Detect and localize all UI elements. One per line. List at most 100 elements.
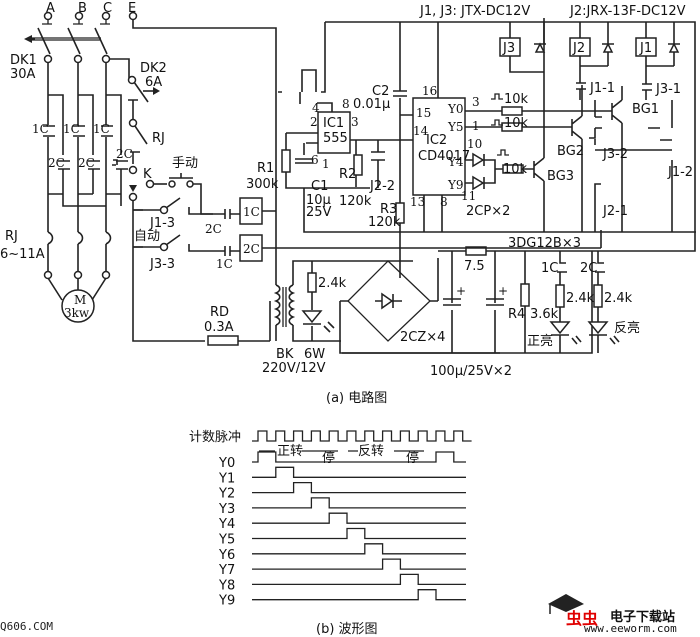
auto-label: 自动 [134,229,160,244]
ic1-pin6: 6 [311,153,319,167]
base-resistor-bg1 [501,106,523,116]
waveform-y4 [252,512,466,524]
phase-stop-label-2: 停 [406,450,419,466]
capacitor-c1 [295,143,313,164]
phase-reverse-label: 反转 [358,444,384,459]
channel-label-y3: Y3 [218,502,235,517]
ic2-pin14: 14 [413,124,429,138]
svg-text:+: + [456,284,466,298]
clock-waveform [252,430,472,442]
ic2-y9: Y9 [447,178,464,192]
led-reverse-label: 反亮 [614,320,640,336]
r3-value: 120k [368,215,401,230]
ic2-pin13: 13 [410,195,425,209]
waveform-y8 [252,573,466,586]
c1-label: C1 [311,179,328,194]
ic2-pin8: 8 [440,195,448,209]
j2-1-label: J2-1 [602,204,628,219]
ic2-cd4017 [412,97,466,196]
j3-1-label: J3-1 [655,82,681,97]
ic2-name: IC2 [426,133,447,148]
dk1-rating: 30A [10,67,36,82]
ic2-pin10: 10 [467,137,482,151]
ic2-y4: Y4 [447,155,464,169]
fuse-rating: 0.3A [204,320,234,335]
ground-bus [276,230,602,249]
ic2-pin3: 3 [472,95,480,109]
motor [61,289,95,323]
r1-label: R1 [257,161,274,176]
rb1-value: 10k [504,92,529,107]
c2-label: C2 [372,84,389,99]
ic2-pin1: 1 [472,119,480,133]
resistor-2-4k-power-value: 2.4k [318,276,347,291]
manual-button[interactable] [169,173,213,215]
ic1-pin4: 4 [312,101,320,115]
motor-symbol: M [74,293,86,307]
channel-label-y1: Y1 [218,471,235,486]
graduation-cap-icon [548,594,584,614]
dk1-label: DK1 [10,53,37,68]
channel-label-y6: Y6 [218,548,235,563]
ic1-pin3: 3 [351,115,359,129]
caption-a: (a) 电路图 [326,390,387,406]
ic1-pin8: 8 [342,97,350,111]
led-fwd-resistor-value: 2.4k [566,291,595,306]
rj-contact [134,125,148,145]
terminal-b [74,11,84,21]
channel-label-y8: Y8 [218,578,235,593]
relays-note-2: J2:JRX-13F-DC12V [569,4,686,19]
main-contactors [43,62,128,195]
contactor-1c-c: 1C [93,122,110,136]
capacitors-label: 100μ/25V×2 [430,364,512,379]
contactor-2c-c: 2C [116,147,133,161]
rb3-value: 10k [503,162,528,177]
c1-value: 10μ [306,193,331,208]
resistor-r3 [395,202,405,224]
resistor-r2 [353,154,363,176]
switch-k-arrow [129,185,137,192]
capacitor-c2 [393,22,407,278]
waveform-y6 [252,543,466,555]
waveform-y9 [252,589,466,601]
ic1-type: 555 [323,131,348,146]
thermal-relay-elements [43,231,112,301]
relay-contacts-j1-3-j3-3 [133,197,213,252]
fuse-label: RD [210,305,229,320]
r2-value: 120k [339,194,372,209]
timing-resistor [281,149,291,173]
clock-label: 计数脉冲 [189,430,241,445]
diodes-label: 2CP×2 [466,204,510,219]
j1-3-label: J1-3 [149,216,175,231]
channel-label-y0: Y0 [218,456,235,471]
terminal-a [43,11,53,21]
ic2-pin15: 15 [416,106,431,120]
resistor-7-5-value: 7.5 [464,259,485,274]
dk1-breaker [24,27,111,64]
led-forward-label: 正亮 [527,333,553,349]
contactor-2c-b: 2C [78,156,95,170]
waveform-y5 [252,527,466,540]
brand-name: 电子下载站 [610,610,676,625]
channel-label-y9: Y9 [218,594,235,609]
terminal-e [128,11,138,21]
resistor-r4 [520,283,530,307]
bridge-rectifier [339,258,500,354]
ic2-y0: Y0 [447,102,464,116]
fuse-rd [207,335,239,346]
terminal-a-label: A [46,1,55,16]
brand-url[interactable]: www.eeworm.com [584,622,677,635]
coil-2c-label: 2C [243,242,260,256]
ic2-pin11: 11 [461,189,476,203]
j2-2-label: J2-2 [369,179,395,194]
transformer-bk [273,258,413,342]
bg1-label: BG1 [632,102,659,117]
contactor-2c-a: 2C [48,156,65,170]
terminal-e-label: E [128,1,136,16]
r3-label: R3 [380,202,397,217]
rb2-value: 10k [504,116,529,131]
channel-label-y2: Y2 [218,487,235,502]
watermark-left: Q606.COM [0,620,53,633]
waveform-y7 [252,558,466,570]
